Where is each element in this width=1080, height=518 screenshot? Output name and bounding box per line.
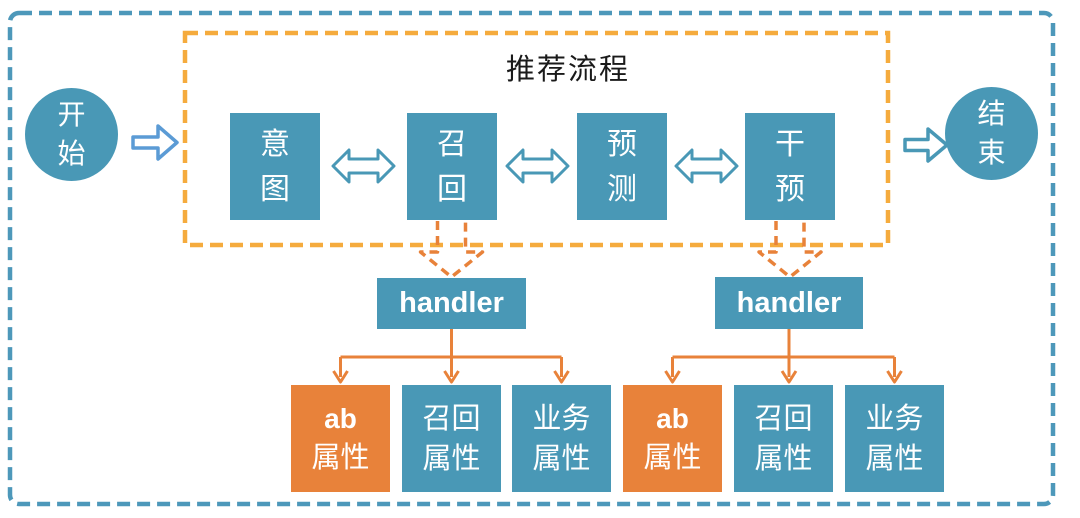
attr-box-business-right: 业务 属性 bbox=[845, 385, 944, 492]
step-label: 干预 bbox=[775, 126, 805, 207]
process-frame-border bbox=[182, 30, 891, 248]
branch-arrowheads-left bbox=[332, 370, 570, 384]
attr-line1: 业务 bbox=[865, 401, 924, 436]
step-box-predict: 预测 bbox=[577, 113, 667, 220]
step-label: 意图 bbox=[260, 126, 290, 207]
handler-box-left: handler bbox=[377, 278, 526, 329]
branch-arrowheads-right bbox=[664, 370, 903, 384]
attr-line1: 召回 bbox=[754, 401, 813, 436]
double-arrow-icon-3 bbox=[674, 148, 739, 184]
end-flow-arrow-icon bbox=[903, 127, 949, 163]
start-node: 开始 bbox=[25, 88, 118, 181]
step-box-intervene: 干预 bbox=[745, 113, 835, 220]
dashed-block-arrow-right bbox=[757, 221, 823, 279]
process-frame-title: 推荐流程 bbox=[505, 52, 630, 86]
attr-box-ab-right: ab 属性 bbox=[623, 385, 722, 492]
step-box-intent: 意图 bbox=[230, 113, 320, 220]
attr-line2: 属性 bbox=[422, 440, 481, 475]
attr-box-recall-left: 召回 属性 bbox=[402, 385, 501, 492]
step-label: 预测 bbox=[607, 126, 637, 207]
attr-line1: 业务 bbox=[532, 401, 591, 436]
branch-connector-left bbox=[339, 329, 563, 377]
step-box-recall: 召回 bbox=[407, 113, 497, 220]
attr-line1: ab bbox=[324, 403, 357, 435]
outer-dashed-border bbox=[7, 10, 1056, 507]
dashed-block-arrow-left bbox=[418, 221, 485, 279]
end-node: 结束 bbox=[945, 87, 1038, 180]
attr-box-business-left: 业务 属性 bbox=[512, 385, 611, 492]
start-flow-arrow-icon bbox=[131, 124, 179, 161]
attr-line2: 属性 bbox=[754, 440, 813, 475]
handler-box-right: handler bbox=[715, 277, 863, 329]
attr-box-ab-left: ab 属性 bbox=[291, 385, 390, 492]
end-node-label: 结束 bbox=[977, 96, 1006, 169]
attr-box-recall-right: 召回 属性 bbox=[734, 385, 833, 492]
attr-line1: 召回 bbox=[422, 401, 481, 436]
attr-line2: 属性 bbox=[311, 439, 370, 474]
attr-line1: ab bbox=[656, 403, 689, 435]
attr-line2: 属性 bbox=[532, 440, 591, 475]
double-arrow-icon-1 bbox=[331, 148, 396, 184]
attr-line2: 属性 bbox=[865, 440, 924, 475]
start-node-label: 开始 bbox=[57, 97, 86, 170]
branch-connector-right bbox=[671, 329, 896, 377]
double-arrow-icon-2 bbox=[505, 148, 570, 184]
attr-line2: 属性 bbox=[643, 439, 702, 474]
step-label: 召回 bbox=[437, 126, 467, 207]
